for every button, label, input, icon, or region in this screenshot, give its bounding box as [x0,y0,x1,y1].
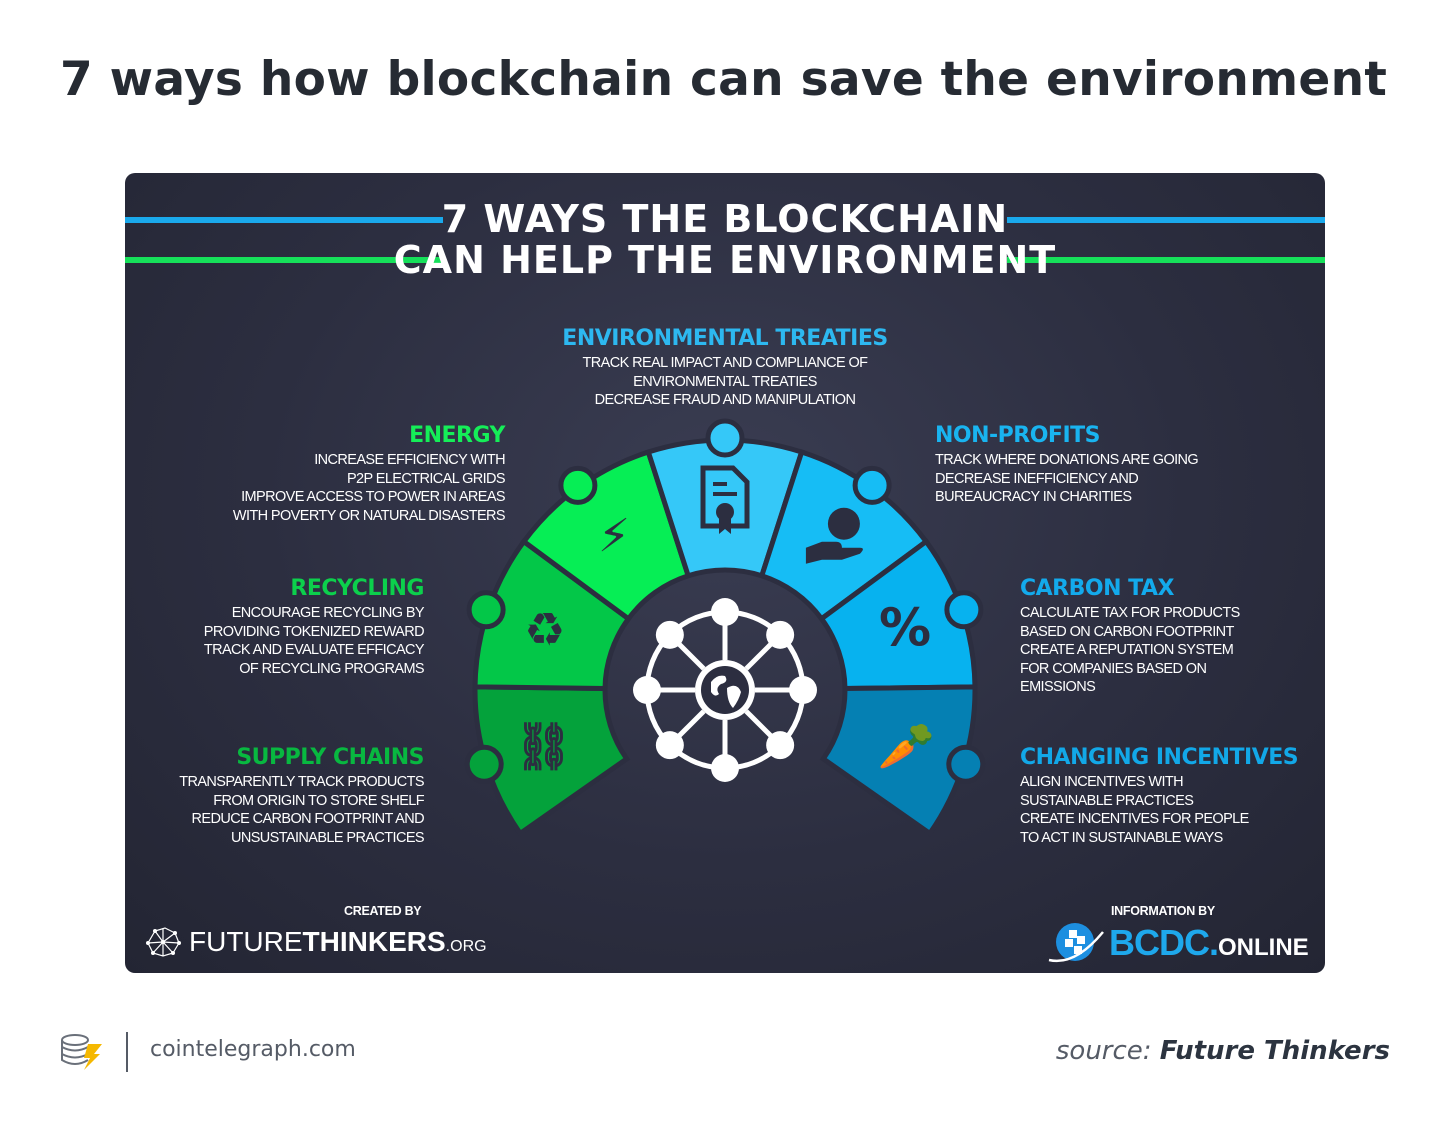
footer-site-link[interactable]: cointelegraph.com [150,1037,356,1062]
block-title: CHANGING INCENTIVES [1020,745,1299,770]
infographic-title-line2: CAN HELP THE ENVIRONMENT [393,238,1057,282]
banner-line-green-right [1007,257,1325,263]
block-text-line: DECREASE INEFFICIENCY AND [935,470,1139,487]
block-text-line: BASED ON CARBON FOOTPRINT [1020,623,1234,640]
svg-text:🥕: 🥕 [878,719,935,773]
block-text-line: DECREASE FRAUD AND MANIPULATION [594,392,856,408]
block-title: SUPPLY CHAINS [236,745,424,770]
block-title: CARBON TAX [1020,576,1174,601]
block-text-line: REDUCE CARBON FOOTPRINT AND [191,811,425,827]
lightning-icon: ⚡ [598,509,630,563]
source-label: source: [1055,1036,1152,1066]
block-carbon-tax: CARBON TAX CALCULATE TAX FOR PRODUCTS BASE… [1020,574,1300,697]
block-text-line: EMISSIONS [1020,679,1096,695]
block-text-line: OF RECYCLING PROGRAMS [239,660,424,677]
page-title: 7 ways how blockchain can save the envir… [60,52,1388,107]
block-non-profits: NON-PROFITS TRACK WHERE DONATIONS ARE GOI… [935,421,1255,507]
source-name: Future Thinkers [1159,1036,1390,1066]
block-text-line: SUSTAINABLE PRACTICES [1020,792,1194,809]
svg-text:♻: ♻ [524,602,565,656]
block-title: NON-PROFITS [935,423,1101,448]
banner-line-green-left [125,257,443,263]
information-by-label: INFORMATION BY [1111,904,1215,918]
segment-dot-supply-chains [464,744,504,784]
footer-divider [126,1032,128,1072]
blockchain-globe-icon [633,598,817,782]
recycle-icon: ♻ [524,602,565,656]
carrot-icon: 🥕 [878,719,935,773]
block-text-line: ALIGN INCENTIVES WITH [1020,774,1184,790]
banner-line-blue-left [125,217,443,223]
logo-main: BCDC. [1109,922,1219,963]
segment-dot-changing-incentives [946,744,986,784]
logo-prefix: FUTURE [189,926,303,957]
futurethinkers-logo: FUTURETHINKERS.ORG [189,928,487,956]
footer-source: source: Future Thinkers [1056,1036,1390,1066]
svg-text:⛓: ⛓ [514,719,572,773]
block-recycling: RECYCLING ENCOURAGE RECYCLING BY PROVIDING… [125,574,425,678]
brain-network-icon [146,927,181,957]
block-text-line: P2P ELECTRICAL GRIDS [346,470,506,487]
segment-dot-energy [558,465,598,505]
block-text-line: TO ACT IN SUSTAINABLE WAYS [1020,829,1223,846]
bcdc-globe-icon [1048,923,1104,963]
banner-line-blue-right [1007,217,1325,223]
block-text-line: WITH POVERTY OR NATURAL DISASTERS [232,507,506,524]
block-text-line: TRANSPARENTLY TRACK PRODUCTS [179,774,424,790]
segment-dot-carbon-tax [944,590,984,630]
block-text-line: INCREASE EFFICIENCY WITH [314,452,505,468]
block-text-line: IMPROVE ACCESS TO POWER IN AREAS [241,489,505,505]
svg-text:%: % [879,598,931,658]
block-text-line: TRACK WHERE DONATIONS ARE GOING [935,452,1199,468]
segment-dot-recycling [466,590,506,630]
certificate-icon [700,465,750,534]
infographic: 7 WAYS THE BLOCKCHAIN CAN HELP THE ENVIR… [125,173,1325,973]
block-text-line: PROVIDING TOKENIZED REWARD [203,623,425,640]
logo-suffix: ONLINE [1218,934,1309,961]
block-text-line: FOR COMPANIES BASED ON [1020,660,1207,677]
block-text-line: FROM ORIGIN TO STORE SHELF [213,792,424,809]
block-text-line: BUREAUCRACY IN CHARITIES [935,489,1132,505]
block-changing-incentives: CHANGING INCENTIVES ALIGN INCENTIVES WITH… [1020,743,1320,847]
block-text-line: ENVIRONMENTAL TREATIES [633,373,817,390]
cointelegraph-logo-icon [61,1034,102,1070]
svg-text:⚡: ⚡ [598,509,630,563]
block-text-line: UNSUSTAINABLE PRACTICES [230,829,425,846]
percent-icon: % [879,598,931,658]
block-title: RECYCLING [290,576,424,601]
bcdc-logo: BCDC.ONLINE [1109,925,1309,961]
link-icon: ⛓ [514,719,572,773]
block-environmental-treaties: ENVIRONMENTAL TREATIES TRACK REAL IMPACT … [525,324,925,410]
created-by-label: CREATED BY [344,904,422,918]
block-text-line: TRACK REAL IMPACT AND COMPLIANCE OF [582,355,869,371]
hand-globe-icon [805,507,863,564]
block-text-line: ENCOURAGE RECYCLING BY [231,605,425,621]
block-supply-chains: SUPPLY CHAINS TRANSPARENTLY TRACK PRODUCT… [125,743,424,847]
block-text-line: TRACK AND EVALUATE EFFICACY [203,642,425,658]
block-title: ENERGY [409,423,505,448]
block-energy: ENERGY INCREASE EFFICIENCY WITH P2P ELECTR… [205,421,506,525]
block-title: ENVIRONMENTAL TREATIES [562,326,888,351]
block-text-line: CALCULATE TAX FOR PRODUCTS [1020,605,1240,621]
segment-dot-environmental-treaties [705,418,745,458]
logo-suffix: .ORG [445,938,487,955]
wheel-diagram: ⛓ ♻ ⚡% 🥕 [464,418,986,837]
logo-bold: THINKERS [302,926,446,957]
segment-changing-incentives [819,684,978,837]
block-text-line: CREATE INCENTIVES FOR PEOPLE [1020,811,1249,827]
infographic-title-line1: 7 WAYS THE BLOCKCHAIN [441,197,1009,241]
block-text-line: CREATE A REPUTATION SYSTEM [1020,642,1234,658]
segment-dot-non-profits [852,465,892,505]
